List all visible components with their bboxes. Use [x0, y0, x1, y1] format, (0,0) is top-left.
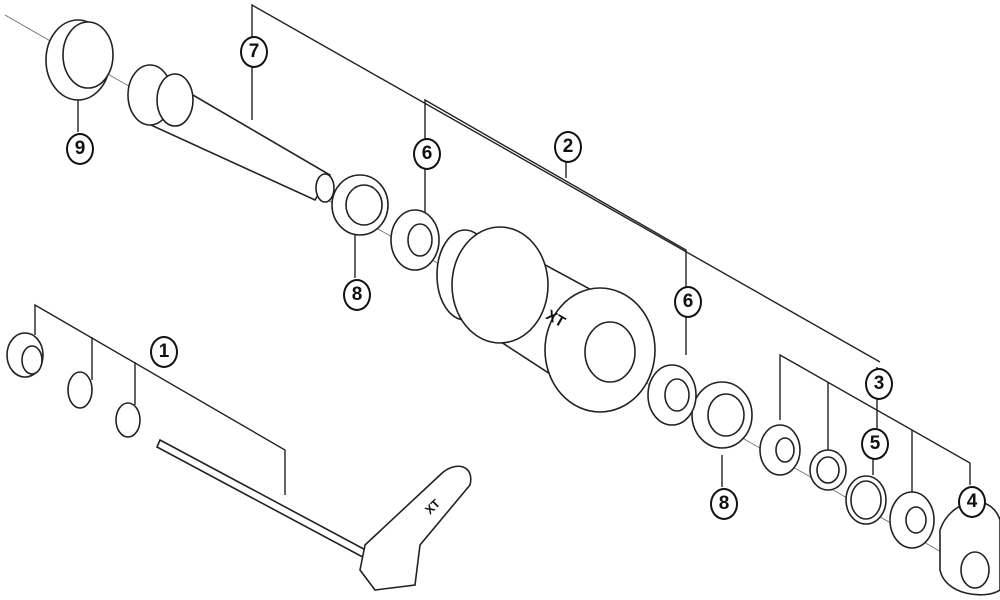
- callout-9: 9: [66, 133, 94, 165]
- part-2-hub-body: XT: [436, 226, 656, 413]
- part-1-quick-release: XT: [6, 332, 472, 591]
- callout-2: 2: [554, 131, 582, 163]
- part-6-bearing-right: [647, 364, 697, 426]
- callout-6-left: 6: [413, 138, 441, 170]
- callout-6-right: 6: [674, 286, 702, 318]
- part-4-dust-cap: [939, 501, 1000, 596]
- callout-5: 5: [861, 428, 889, 460]
- part-8-seal-right: [691, 381, 753, 449]
- callout-4: 4: [958, 486, 986, 518]
- part-8-seal-left: [331, 174, 389, 236]
- part-9-dust-cap: [45, 19, 114, 101]
- part-7-axle: [127, 64, 335, 203]
- callout-3: 3: [865, 368, 893, 400]
- part-3-cone-locknut: [759, 424, 935, 549]
- callout-7: 7: [240, 36, 268, 68]
- callout-8-left: 8: [343, 279, 371, 311]
- callout-1: 1: [150, 336, 178, 368]
- part-6-bearing-left: [390, 209, 440, 271]
- callout-8-right: 8: [710, 488, 738, 520]
- part-5-washer: [845, 475, 887, 525]
